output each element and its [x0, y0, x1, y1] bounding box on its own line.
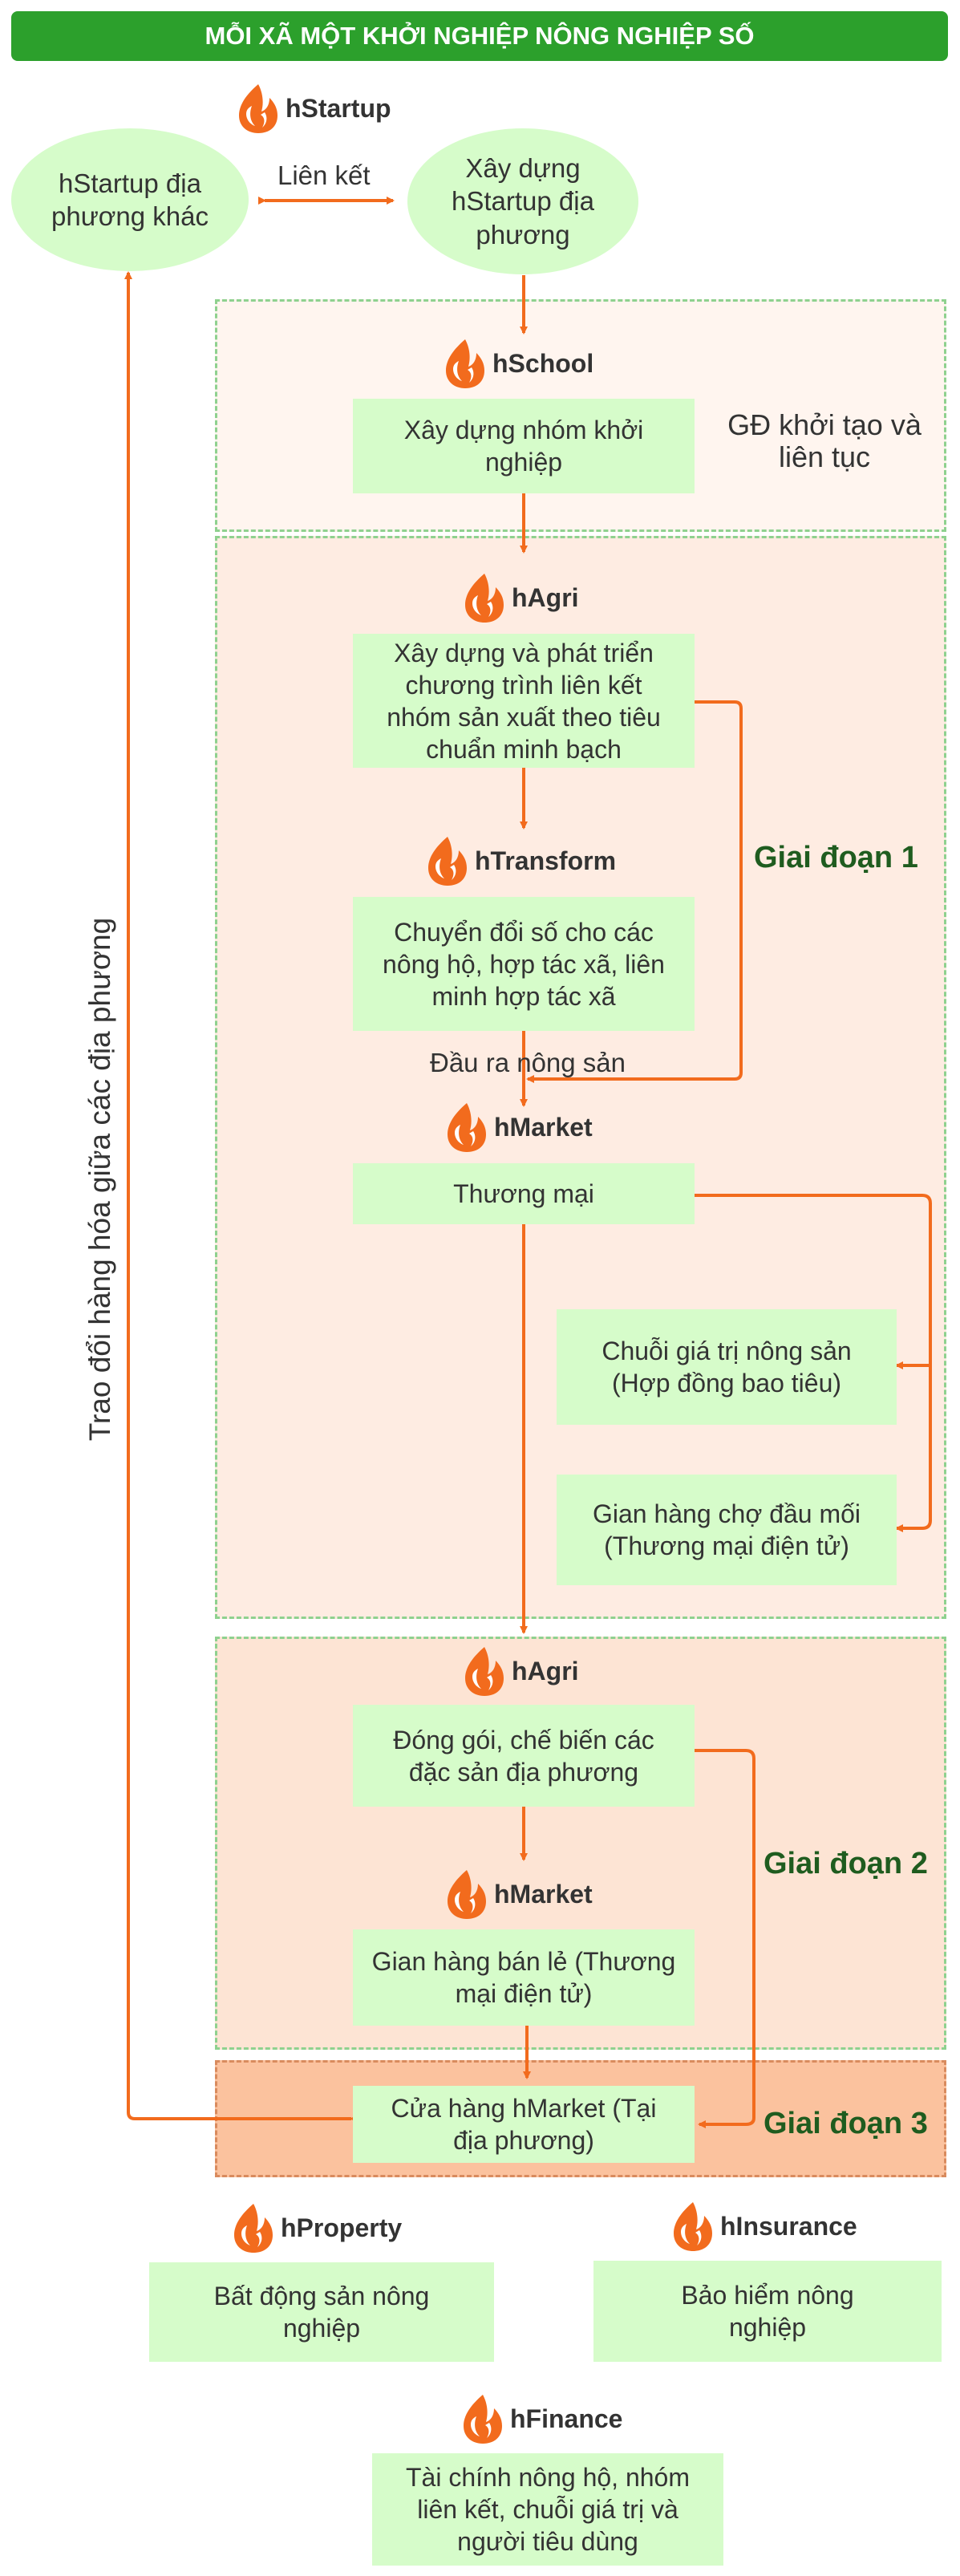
- flame-logo-icon: [669, 2200, 717, 2253]
- brand-hmarket-stage2: hMarket: [443, 1868, 593, 1921]
- output-label: Đầu ra nông sản: [430, 1048, 626, 1077]
- link-label: Liên kết: [277, 160, 371, 190]
- box-packaging: Đóng gói, chế biến các đặc sản địa phươn…: [353, 1705, 695, 1807]
- brand-label: hMarket: [494, 1112, 593, 1142]
- stage2-label: Giai đoạn 2: [764, 1847, 928, 1880]
- brand-hinsurance: hInsurance: [669, 2200, 857, 2253]
- brand-label: hProperty: [281, 2213, 403, 2242]
- brand-label: hAgri: [512, 582, 579, 612]
- brand-label: hAgri: [512, 1656, 579, 1686]
- box-digital-transformation: Chuyển đổi số cho các nông hộ, hợp tác x…: [353, 897, 695, 1031]
- arrow-market-right: [695, 1194, 932, 1532]
- flame-logo-icon: [441, 337, 489, 390]
- brand-label: hSchool: [492, 348, 594, 378]
- box-build-startup-group: Xây dựng nhóm khởi nghiệp: [353, 399, 695, 493]
- brand-hschool: hSchool: [441, 337, 593, 390]
- box-value-chain: Chuỗi giá trị nông sản (Hợp đồng bao tiê…: [557, 1309, 897, 1425]
- brand-htransform: hTransform: [423, 834, 616, 887]
- flame-logo-icon: [229, 2201, 277, 2254]
- box-agri-property: Bất động sản nông nghiệp: [149, 2262, 494, 2362]
- brand-hfinance: hFinance: [459, 2392, 622, 2445]
- brand-hagri-stage2: hAgri: [460, 1645, 579, 1698]
- brand-label: hFinance: [510, 2404, 623, 2433]
- box-commerce: Thương mại: [353, 1163, 695, 1224]
- page-title: MỖI XÃ MỘT KHỞI NGHIỆP NÔNG NGHIỆP SỐ: [205, 22, 755, 50]
- box-wholesale-stall: Gian hàng chợ đầu mối (Thương mại điện t…: [557, 1475, 897, 1585]
- exchange-label: Trao đổi hàng hóa giữa các địa phương: [83, 917, 116, 1442]
- brand-label: hTransform: [475, 846, 617, 875]
- brand-hagri: hAgri: [460, 571, 579, 624]
- box-hmarket-store: Cửa hàng hMarket (Tại địa phương): [353, 2086, 695, 2163]
- brand-hmarket: hMarket: [443, 1101, 593, 1154]
- brand-hstartup: hStartup: [234, 82, 391, 135]
- brand-hproperty: hProperty: [229, 2201, 402, 2254]
- brand-label: hMarket: [494, 1879, 593, 1909]
- init-stage-label: GĐ khởi tạo và liên tục: [727, 408, 922, 473]
- box-linkage-program: Xây dựng và phát triển chương trình liên…: [353, 634, 695, 768]
- box-agri-insurance: Bảo hiểm nông nghiệp: [593, 2261, 942, 2362]
- arrow-agri-bypass: [526, 700, 743, 1083]
- arrow-exchange-loop: [124, 271, 358, 2123]
- brand-label: hInsurance: [720, 2211, 857, 2241]
- flame-logo-icon: [423, 834, 472, 887]
- flame-logo-icon: [460, 571, 508, 624]
- node-build-local-startup: Xây dựng hStartup địa phương: [407, 128, 638, 274]
- flame-logo-icon: [234, 82, 282, 135]
- arrow-packaging-to-store: [695, 1749, 755, 2128]
- flame-logo-icon: [460, 1645, 508, 1698]
- stage1-label: Giai đoạn 1: [754, 841, 918, 874]
- node-other-startups: hStartup địa phương khác: [11, 128, 249, 271]
- flame-logo-icon: [443, 1101, 491, 1154]
- box-retail-stall: Gian hàng bán lẻ (Thương mại điện tử): [353, 1929, 695, 2026]
- box-agri-finance: Tài chính nông hộ, nhóm liên kết, chuỗi …: [372, 2453, 723, 2566]
- title-banner: MỖI XÃ MỘT KHỞI NGHIỆP NÔNG NGHIỆP SỐ: [11, 11, 948, 61]
- flame-logo-icon: [459, 2392, 507, 2445]
- flame-logo-icon: [443, 1868, 491, 1921]
- stage3-label: Giai đoạn 3: [764, 2107, 928, 2140]
- brand-label: hStartup: [286, 93, 391, 123]
